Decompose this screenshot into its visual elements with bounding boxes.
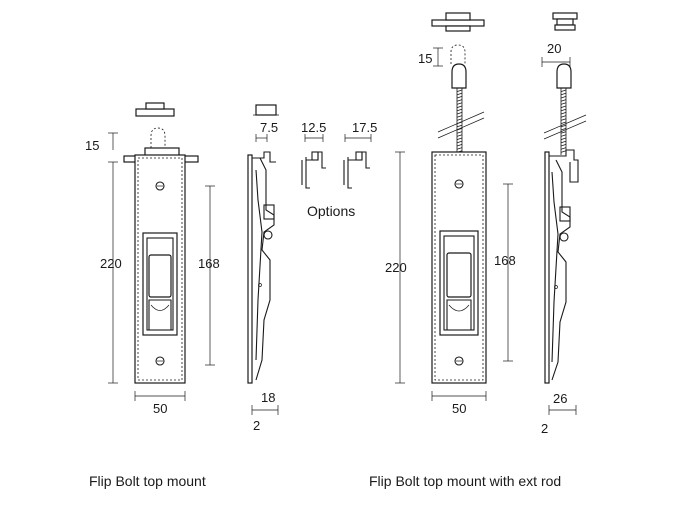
thread-mark bbox=[456, 134, 463, 137]
thread-mark bbox=[456, 137, 463, 140]
options-group: 7.5 12.5 17.5 Options bbox=[255, 120, 377, 219]
thread-mark bbox=[456, 115, 463, 118]
thread-mark bbox=[560, 147, 567, 150]
left-keep-top bbox=[145, 102, 165, 110]
right-side-dimensions: 20 26 2 bbox=[541, 41, 577, 436]
dim-right-side-offset: 20 bbox=[547, 41, 561, 56]
thread-mark bbox=[456, 118, 463, 121]
thread-mark bbox=[456, 131, 463, 134]
dim-right-width: 50 bbox=[452, 401, 466, 416]
right-lever bbox=[446, 252, 472, 298]
right-side-keep-top bbox=[552, 12, 578, 20]
thread-mark bbox=[560, 112, 567, 115]
dim-option-1: 7.5 bbox=[260, 120, 278, 135]
thread-mark bbox=[560, 115, 567, 118]
right-bolt-dashed bbox=[450, 44, 466, 64]
thread-mark bbox=[560, 118, 567, 121]
left-plate-inner-dashed bbox=[137, 157, 183, 381]
left-top-screw bbox=[155, 181, 165, 191]
right-bolt bbox=[451, 63, 467, 89]
left-keep-plate bbox=[135, 108, 175, 117]
thread-mark bbox=[560, 134, 567, 137]
dim-side-depth: 18 bbox=[261, 390, 275, 405]
right-front-dimensions: 15 220 168 50 bbox=[385, 47, 516, 416]
side-plate bbox=[247, 154, 253, 384]
left-bottom-screw bbox=[155, 356, 165, 366]
thread-mark bbox=[560, 140, 567, 144]
dim-right-side-plate: 2 bbox=[541, 421, 548, 436]
options-label: Options bbox=[307, 203, 355, 219]
dim-left-width: 50 bbox=[153, 401, 167, 416]
option-3-shape bbox=[343, 151, 370, 189]
right-side-bolt bbox=[556, 63, 572, 89]
thread-mark bbox=[456, 102, 463, 105]
right-break-1 bbox=[437, 111, 485, 133]
thread-mark bbox=[456, 147, 463, 150]
dim-option-3: 17.5 bbox=[352, 120, 377, 135]
thread-mark bbox=[560, 144, 567, 147]
dim-right-slot-height: 168 bbox=[494, 253, 516, 268]
thread-mark bbox=[560, 150, 567, 153]
thread-mark bbox=[560, 137, 567, 140]
thread-mark bbox=[560, 96, 567, 99]
right-keep-plate bbox=[431, 19, 485, 27]
dim-right-side-depth: 26 bbox=[553, 391, 567, 406]
thread-mark bbox=[560, 99, 567, 102]
dim-left-keep-offset: 15 bbox=[85, 138, 99, 153]
thread-mark bbox=[456, 89, 463, 92]
left-dimensions: 15 220 168 50 bbox=[85, 132, 220, 416]
dim-right-rod-offset: 15 bbox=[418, 51, 432, 66]
dim-option-2: 12.5 bbox=[301, 120, 326, 135]
thread-mark bbox=[560, 89, 567, 92]
side-keep bbox=[255, 104, 277, 116]
right-top-screw bbox=[454, 179, 464, 189]
right-bottom-screw bbox=[454, 356, 464, 366]
dim-right-height: 220 bbox=[385, 260, 407, 275]
caption-right: Flip Bolt top mount with ext rod bbox=[369, 473, 561, 489]
thread-mark bbox=[560, 102, 567, 105]
dim-left-slot-height: 168 bbox=[198, 256, 220, 271]
right-side-plate bbox=[544, 151, 550, 384]
right-front-view bbox=[431, 12, 487, 384]
option-2-shape bbox=[301, 151, 326, 189]
right-break-2 bbox=[437, 117, 485, 139]
thread-mark bbox=[456, 124, 463, 128]
thread-mark bbox=[456, 99, 463, 102]
left-bolt-dashed bbox=[150, 127, 166, 152]
left-lever bbox=[148, 254, 172, 298]
dim-side-plate: 2 bbox=[253, 418, 260, 433]
left-front-view bbox=[123, 102, 199, 384]
thread-mark bbox=[560, 105, 567, 108]
thread-mark bbox=[456, 92, 463, 96]
thread-mark bbox=[560, 131, 567, 134]
thread-mark bbox=[456, 108, 463, 112]
left-side-view bbox=[247, 104, 279, 384]
thread-mark bbox=[560, 108, 567, 112]
thread-mark bbox=[456, 96, 463, 99]
thread-mark bbox=[456, 112, 463, 115]
thread-mark bbox=[560, 124, 567, 128]
dim-left-height: 220 bbox=[100, 256, 122, 271]
right-side-view bbox=[543, 12, 587, 384]
side-dimensions: 18 2 bbox=[251, 390, 279, 433]
thread-mark bbox=[456, 144, 463, 147]
thread-mark bbox=[560, 128, 567, 131]
thread-mark bbox=[456, 105, 463, 108]
thread-mark bbox=[560, 121, 567, 124]
thread-mark bbox=[560, 92, 567, 96]
thread-mark bbox=[456, 140, 463, 144]
caption-left: Flip Bolt top mount bbox=[89, 473, 206, 489]
